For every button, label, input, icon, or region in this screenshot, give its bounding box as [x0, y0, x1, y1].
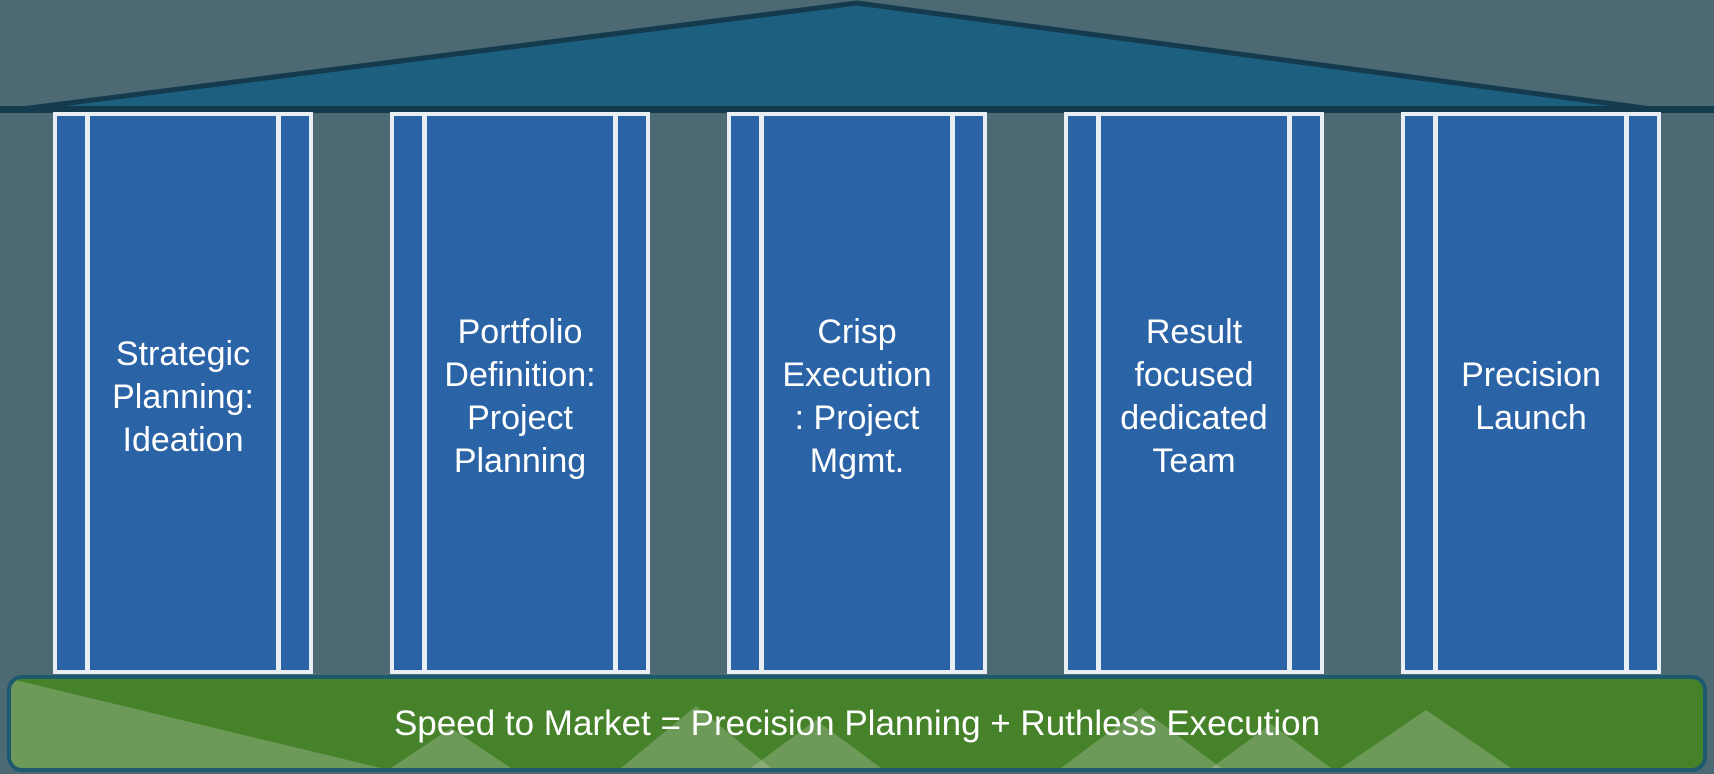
pillar-label: Strategic Planning: Ideation: [112, 334, 254, 459]
pillar-side-column: [1629, 116, 1657, 670]
roof: [0, 0, 1714, 113]
pillar-side-column: [618, 116, 646, 670]
pillar-strategic-planning: Strategic Planning: Ideation: [53, 112, 313, 674]
texture-triangle: [11, 679, 381, 768]
pillar-side-column: [1292, 116, 1320, 670]
foundation-caption: Speed to Market = Precision Planning + R…: [393, 703, 1321, 743]
pillar-label: Precision Launch: [1461, 356, 1601, 437]
pillar-main-column: Result focused dedicated Team: [1101, 116, 1287, 670]
pillar-side-column: [1405, 116, 1433, 670]
pillar-side-column: [281, 116, 309, 670]
foundation-bar: Speed to Market = Precision Planning + R…: [7, 675, 1707, 772]
pillar-result-focused-team: Result focused dedicated Team: [1064, 112, 1324, 674]
pillar-precision-launch: Precision Launch: [1401, 112, 1661, 674]
pillar-label: Portfolio Definition: Project Planning: [444, 313, 596, 480]
pillar-row: Strategic Planning: Ideation Portfolio D…: [0, 112, 1714, 674]
pillar-side-column: [1068, 116, 1096, 670]
pillar-crisp-execution: Crisp Execution : Project Mgmt.: [727, 112, 987, 674]
pillar-label: Crisp Execution : Project Mgmt.: [782, 313, 932, 480]
pillar-main-column: Strategic Planning: Ideation: [90, 116, 276, 670]
pillar-main-column: Portfolio Definition: Project Planning: [427, 116, 613, 670]
pillar-label: Result focused dedicated Team: [1120, 313, 1268, 480]
pillar-portfolio-definition: Portfolio Definition: Project Planning: [390, 112, 650, 674]
texture-triangle: [1341, 710, 1511, 768]
pillar-side-column: [955, 116, 983, 670]
pillar-side-column: [57, 116, 85, 670]
pillar-side-column: [731, 116, 759, 670]
pillar-main-column: Crisp Execution : Project Mgmt.: [764, 116, 950, 670]
roof-baseline: [0, 106, 1714, 113]
roof-triangle: [11, 0, 1662, 113]
pillar-main-column: Precision Launch: [1438, 116, 1624, 670]
pillar-side-column: [394, 116, 422, 670]
